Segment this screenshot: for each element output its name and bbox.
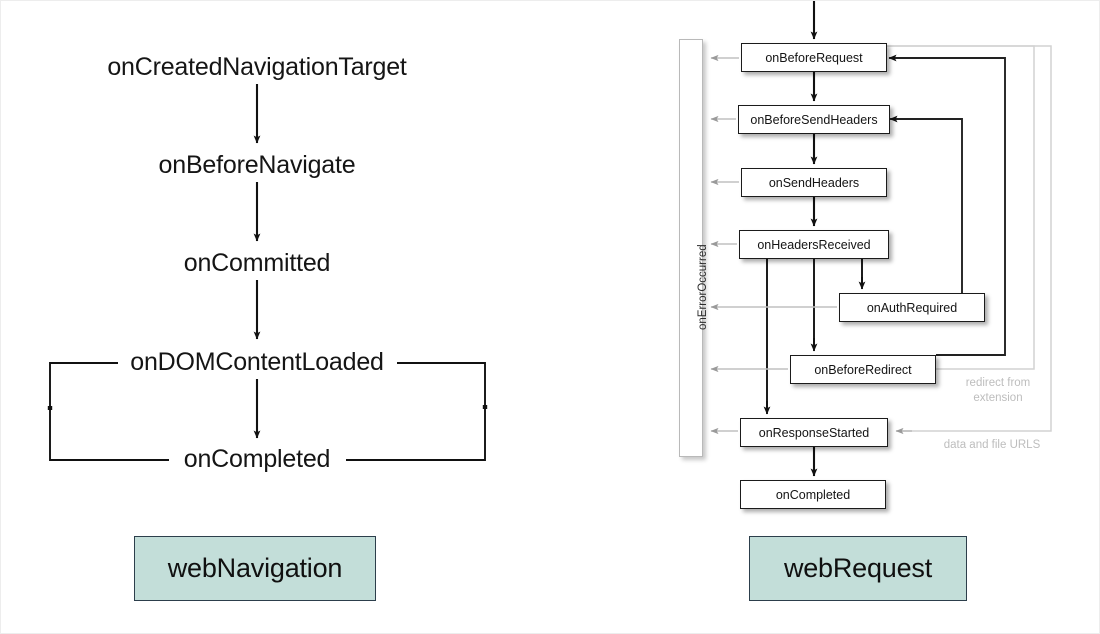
event-box-onheadersreceived[interactable]: onHeadersReceived [739, 230, 889, 259]
event-ondomcontentloaded[interactable]: onDOMContentLoaded [130, 348, 384, 376]
webrequest-headersreceived-fanout [766, 259, 863, 410]
note-data-and-file-urls: data and file URLS [943, 439, 1041, 451]
loop-right-branch [346, 362, 486, 461]
event-oncreatednavigationtarget[interactable]: onCreatedNavigationTarget [107, 53, 407, 81]
onerroroccurred-lane[interactable]: onErrorOccurred [679, 39, 709, 457]
event-box-onbeforerequest[interactable]: onBeforeRequest [741, 43, 887, 72]
legend-chip-webrequest[interactable]: webRequest [749, 536, 967, 601]
event-box-oncompleted[interactable]: onCompleted [740, 480, 886, 509]
event-oncommitted[interactable]: onCommitted [183, 249, 331, 277]
onerroroccurred-label: onErrorOccurred [697, 244, 709, 330]
webnavigation-loop-ticks [47, 405, 488, 410]
event-oncompleted[interactable]: onCompleted [183, 445, 331, 473]
event-box-onauthrequired[interactable]: onAuthRequired [839, 293, 985, 322]
event-box-onsendheaders[interactable]: onSendHeaders [741, 168, 887, 197]
event-onbeforenavigate[interactable]: onBeforeNavigate [158, 151, 356, 179]
event-box-onbeforeredirect[interactable]: onBeforeRedirect [790, 355, 936, 384]
event-box-onresponsestarted[interactable]: onResponseStarted [740, 418, 888, 447]
path-authrequired-to-beforesendheaders [896, 118, 963, 293]
event-box-onbeforesendheaders[interactable]: onBeforeSendHeaders [738, 105, 890, 134]
webrequest-auth-retry-path [896, 118, 963, 293]
note-redirect-from-extension: redirect from extension [965, 377, 1031, 404]
loop-left-branch [49, 362, 169, 461]
legend-chip-webnavigation[interactable]: webNavigation [134, 536, 376, 601]
